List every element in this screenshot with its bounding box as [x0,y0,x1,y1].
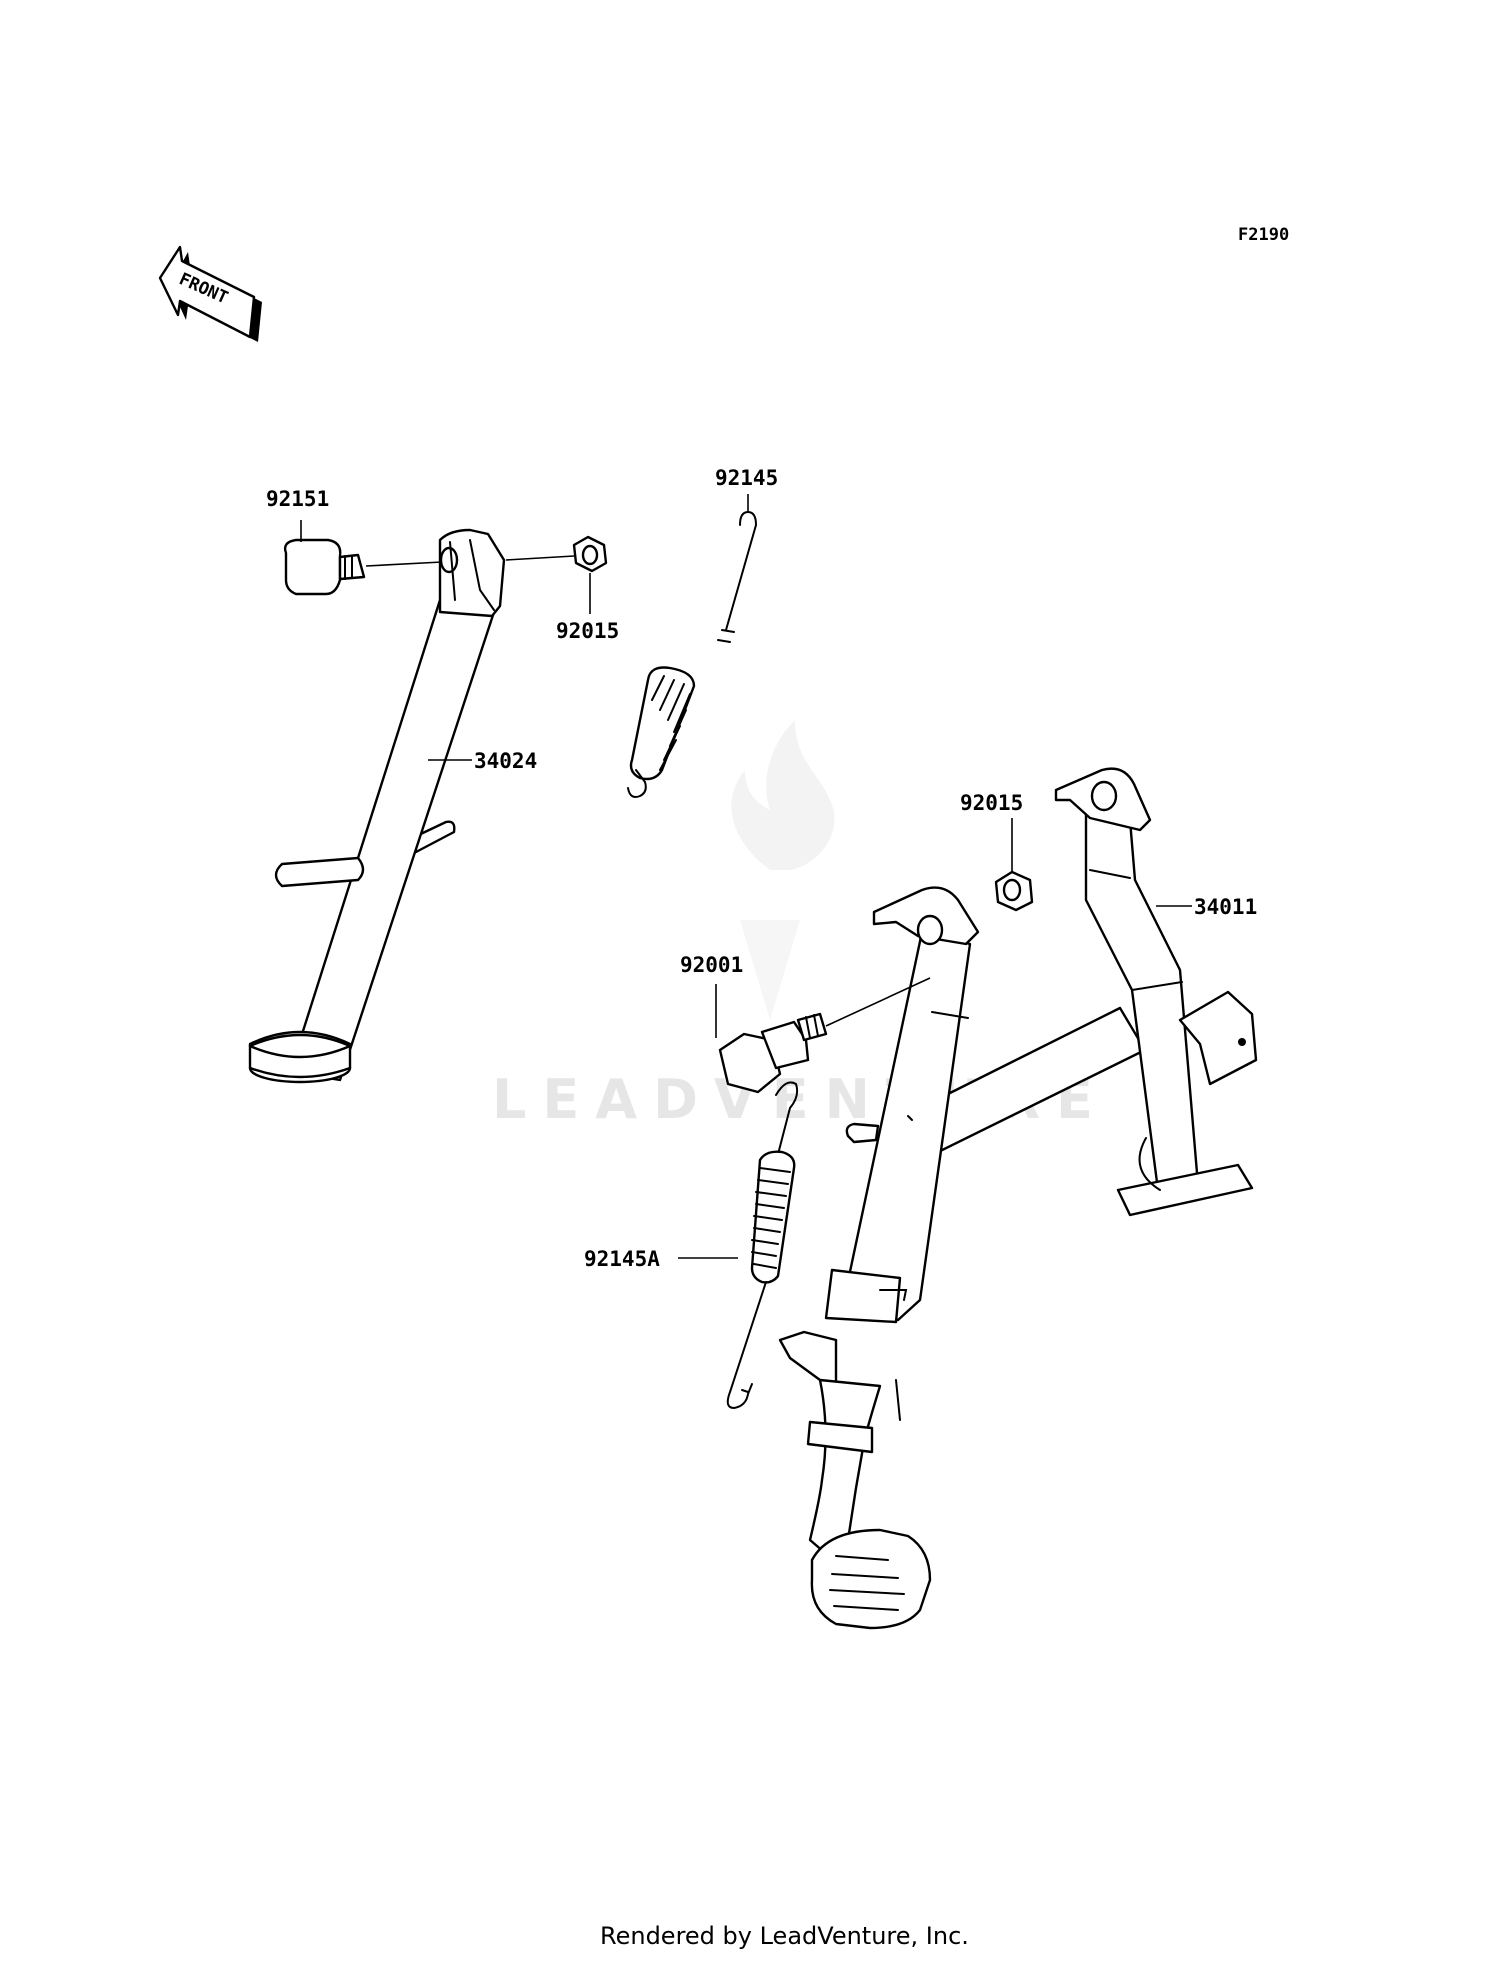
callout-92151: 92151 [266,487,329,511]
callout-34024: 34024 [474,749,537,773]
diagram-code: F2190 [1238,225,1289,245]
nut-92015-top [572,535,608,573]
spring-92145A [726,1081,799,1410]
side-stand [248,528,506,1084]
front-arrow-icon: FRONT [158,245,262,342]
callout-92145: 92145 [715,466,778,490]
callout-92015-mid: 92015 [960,791,1023,815]
footer-credit: Rendered by LeadVenture, Inc. [600,1922,969,1950]
center-stand [778,767,1258,1630]
bolt-92001 [718,1012,828,1094]
spring-92145 [627,510,758,798]
nut-92015-mid [994,870,1034,912]
bolt-92151 [283,538,366,596]
callout-34011: 34011 [1194,895,1257,919]
flame-logo-icon [731,720,835,1020]
callout-92001: 92001 [680,953,743,977]
callout-92145A: 92145A [584,1247,660,1271]
callout-92015-top: 92015 [556,619,619,643]
